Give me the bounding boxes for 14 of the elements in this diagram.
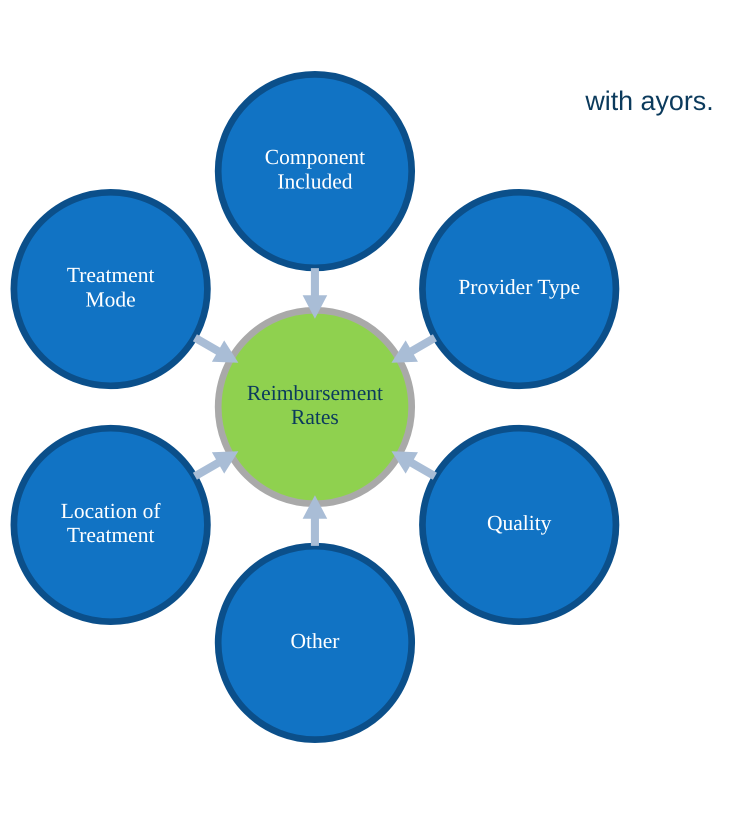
arrow [192,451,238,480]
arrow [391,451,437,480]
node-circle: Treatment Mode [10,188,211,390]
node-circle: Provider Type [419,188,620,390]
arrow [302,268,328,319]
node-circle: Reimbursement Rates [214,306,416,508]
label: with ayors. [585,86,714,116]
arrow [192,334,238,363]
arrow [302,495,328,546]
node-circle: Other [214,542,416,743]
node-circle: Location of Treatment [10,424,211,626]
arrow [391,334,437,363]
node-circle: Component Included [214,71,416,272]
node-circle: Quality [419,424,620,626]
